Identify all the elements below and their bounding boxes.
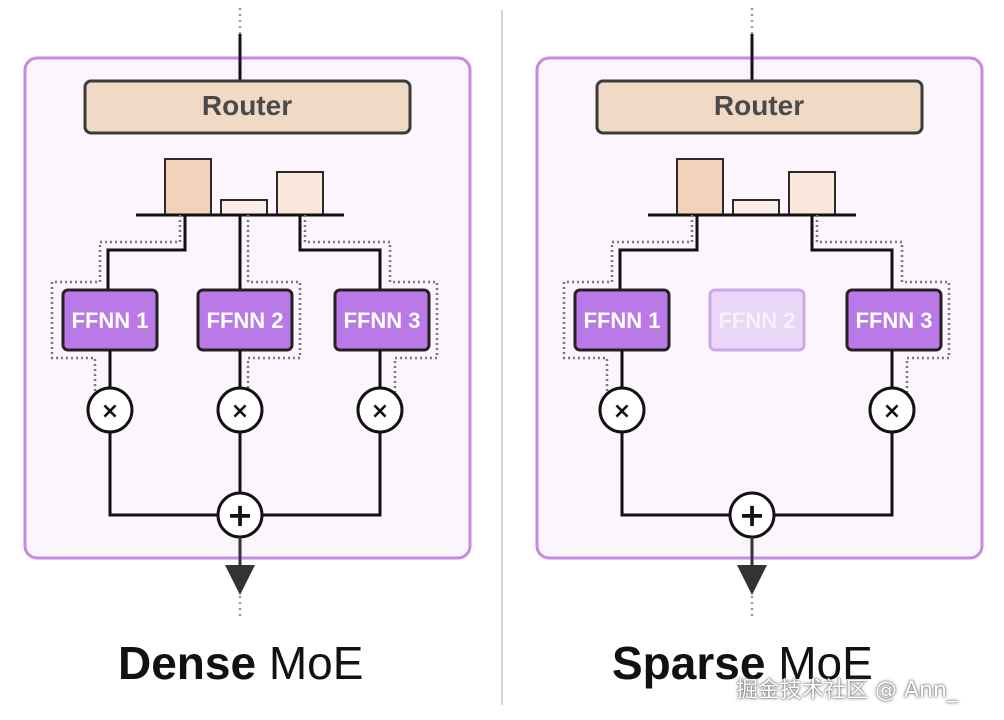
router-weight-bar xyxy=(220,199,268,216)
router-box xyxy=(595,79,924,135)
routing-line xyxy=(618,215,699,290)
expert-label: FFNN 2 xyxy=(719,308,796,333)
caption-rest: MoE xyxy=(256,637,364,689)
routing-line xyxy=(810,215,894,290)
caption-bold-word: Sparse xyxy=(612,637,766,689)
selected-path-outline xyxy=(246,215,302,393)
sum-symbol: + xyxy=(739,496,766,534)
router-label: Router xyxy=(714,90,804,121)
selected-path-outline xyxy=(562,215,694,393)
sum-input-line xyxy=(262,432,382,517)
expert-label: FFNN 3 xyxy=(344,308,421,333)
expert-label: FFNN 3 xyxy=(856,308,933,333)
expert-box xyxy=(708,288,806,352)
multiply-node xyxy=(216,386,264,434)
multiply-symbol: × xyxy=(613,399,631,424)
multiply-symbol: × xyxy=(231,399,249,424)
multiply-symbol: × xyxy=(371,399,389,424)
selected-path-outline xyxy=(303,215,439,393)
expert-box xyxy=(845,288,943,352)
selected-path-outline xyxy=(815,215,951,393)
multiply-node xyxy=(86,386,134,434)
multiply-node xyxy=(868,386,916,434)
routing-line xyxy=(298,215,382,290)
multiply-symbol: × xyxy=(883,399,901,424)
expert-label: FFNN 1 xyxy=(72,308,149,333)
caption-rest: MoE xyxy=(765,637,873,689)
expert-label: FFNN 1 xyxy=(584,308,661,333)
dense-moe-caption: Dense MoE xyxy=(118,636,363,690)
multiply-node xyxy=(356,386,404,434)
router-weight-bar xyxy=(276,171,324,216)
router-weight-bar xyxy=(164,158,212,216)
router-box xyxy=(83,79,412,135)
sum-input-line xyxy=(108,432,218,517)
router-label: Router xyxy=(202,90,292,121)
routing-line xyxy=(106,215,187,290)
watermark: 掘金技术社区 @ Ann_ xyxy=(736,678,958,703)
sum-symbol: + xyxy=(227,496,254,534)
router-weight-bar xyxy=(732,199,780,216)
multiply-symbol: × xyxy=(101,399,119,424)
expert-label: FFNN 2 xyxy=(207,308,284,333)
expert-box xyxy=(196,288,294,352)
router-weight-bar xyxy=(788,171,836,216)
sum-input-line xyxy=(620,432,730,517)
sum-input-line xyxy=(774,432,894,517)
multiply-node xyxy=(598,386,646,434)
sparse-moe-caption: Sparse MoE xyxy=(612,636,873,690)
expert-box xyxy=(333,288,431,352)
router-weight-bar xyxy=(676,158,724,216)
caption-bold-word: Dense xyxy=(118,637,257,689)
selected-path-outline xyxy=(50,215,182,393)
